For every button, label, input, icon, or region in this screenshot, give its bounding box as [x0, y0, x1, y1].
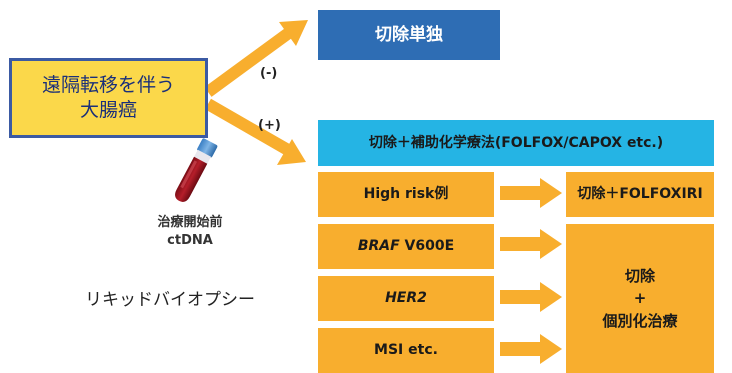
- ctdna-caption-line-1: 治療開始前: [157, 215, 223, 230]
- condition-msi-label: MSI etc.: [374, 342, 438, 359]
- positive-branch-label: (+): [258, 118, 281, 133]
- row-arrow-icon: [500, 178, 562, 208]
- outcome-folfoxiri-label: 切除＋FOLFOXIRI: [577, 186, 703, 203]
- row-arrow-icon: [500, 229, 562, 259]
- condition-braf-label: BRAF V600E: [358, 237, 454, 255]
- outcome-individualized: 切除 + 個別化治療: [566, 224, 714, 373]
- negative-branch-label: (-): [260, 66, 278, 81]
- resection-only-label: 切除単独: [375, 24, 443, 45]
- condition-braf: BRAF V600E: [318, 224, 494, 269]
- origin-condition-box: 遠隔転移を伴う 大腸癌: [9, 58, 208, 138]
- braf-variant: V600E: [399, 238, 455, 255]
- condition-high-risk-label: High risk例: [363, 186, 449, 203]
- row-arrow-icon: [500, 282, 562, 312]
- origin-line-1: 遠隔転移を伴う: [41, 74, 175, 97]
- outcome-folfoxiri: 切除＋FOLFOXIRI: [566, 172, 714, 217]
- ctdna-caption: 治療開始前 ctDNA: [140, 214, 240, 249]
- origin-line-2: 大腸癌: [79, 99, 137, 121]
- blood-tube-icon: [175, 138, 218, 202]
- row-arrow-icon: [500, 334, 562, 364]
- braf-gene-name: BRAF: [357, 238, 400, 255]
- resection-only-box: 切除単独: [318, 10, 500, 60]
- condition-her2: HER2: [318, 276, 494, 321]
- condition-high-risk: High risk例: [318, 172, 494, 217]
- adjuvant-chemo-box: 切除＋補助化学療法(FOLFOX/CAPOX etc.): [318, 120, 714, 166]
- liquid-biopsy-label: リキッドバイオプシー: [85, 290, 255, 310]
- negative-branch-arrow-icon: [204, 20, 308, 97]
- adjuvant-chemo-label: 切除＋補助化学療法(FOLFOX/CAPOX etc.): [368, 134, 664, 151]
- outcome-individualized-line-3: 個別化治療: [602, 311, 678, 330]
- outcome-individualized-line-1: 切除: [624, 266, 655, 285]
- ctdna-caption-line-2: ctDNA: [167, 232, 213, 248]
- condition-msi: MSI etc.: [318, 328, 494, 373]
- positive-branch-arrow-icon: [205, 98, 306, 165]
- condition-her2-label: HER2: [385, 290, 427, 307]
- outcome-individualized-line-2: +: [633, 289, 647, 308]
